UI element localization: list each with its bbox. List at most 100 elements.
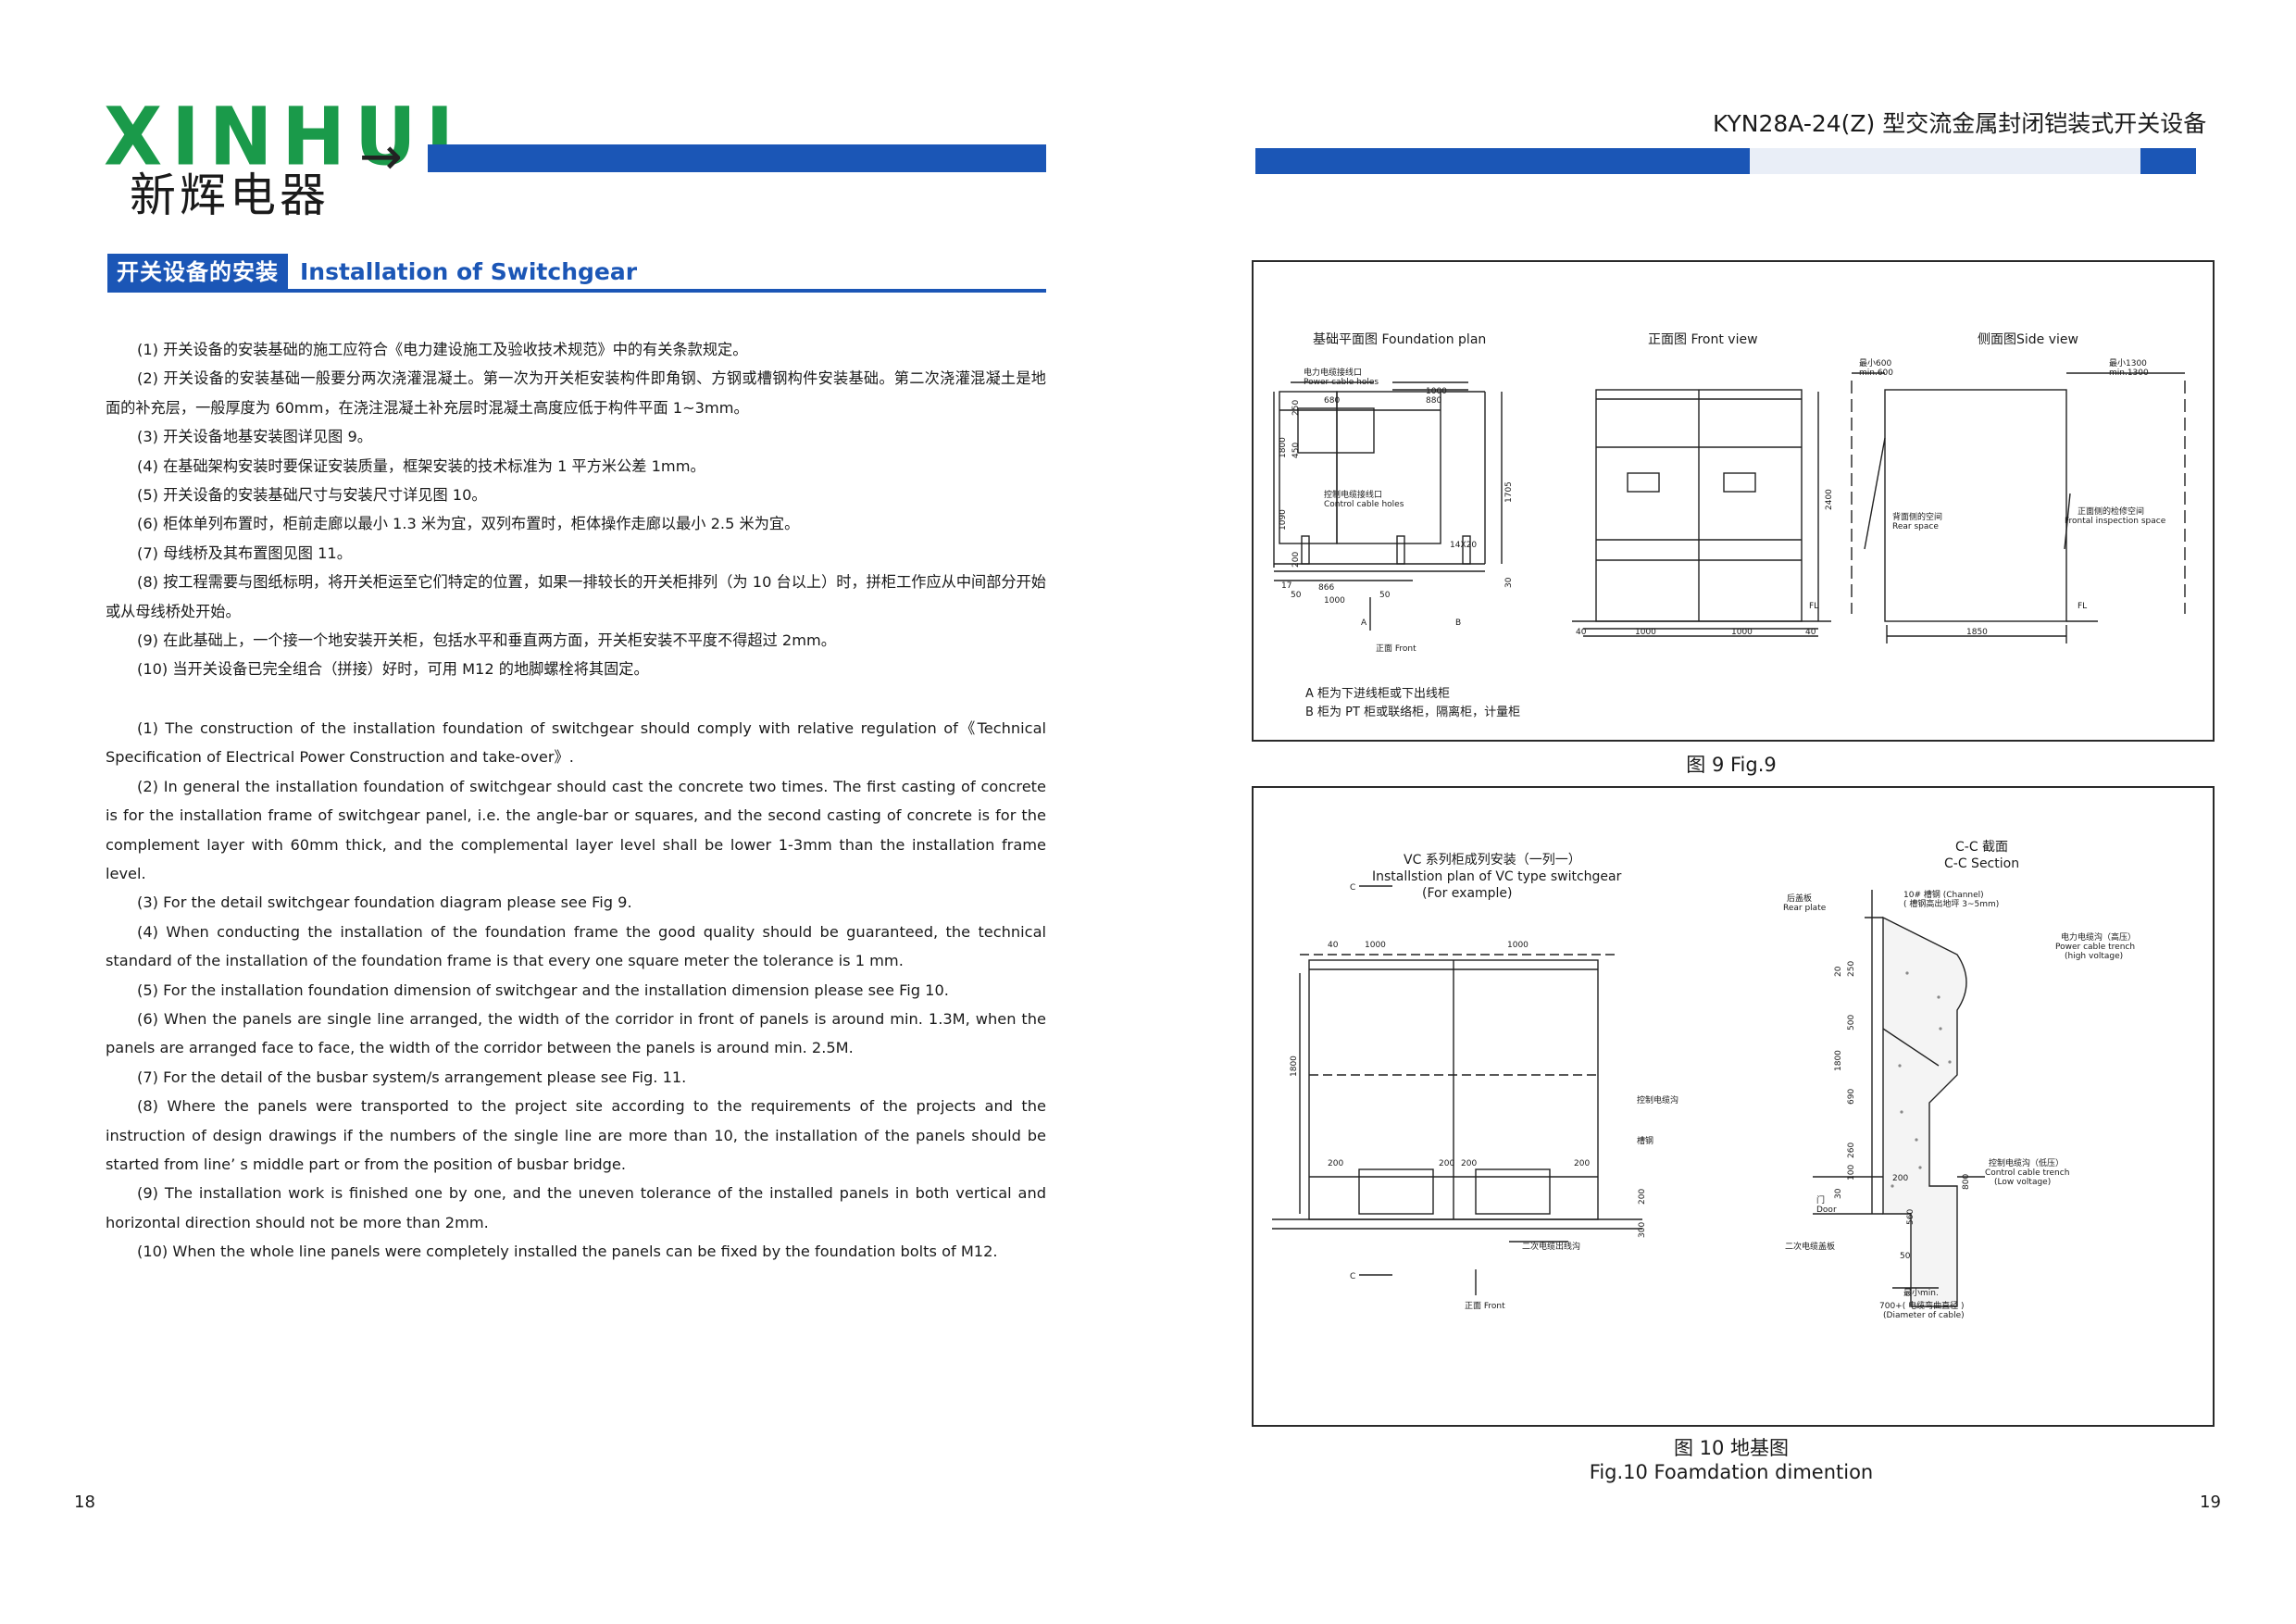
- fig9-dim-50a: 50: [1291, 591, 1302, 600]
- fig10-door-en: Door: [1816, 1206, 1837, 1215]
- fig9-dim-880: 880: [1426, 396, 1441, 406]
- fig9-dim-17: 17: [1281, 581, 1292, 591]
- fig9-label-fl-side: FL: [2078, 602, 2087, 611]
- fig9-dim-14x20: 14X20: [1450, 541, 1477, 550]
- fig10-min300: 最小min.: [1903, 1288, 1939, 1298]
- fig10-label-c-top: C: [1350, 883, 1355, 893]
- fig9-frontal-cn: 正面侧的检修空间: [2078, 506, 2144, 517]
- fig9-dim-1000d: 1000: [1731, 628, 1753, 637]
- en-paragraph-6: (6) When the panels are single line arra…: [106, 1009, 1046, 1057]
- fig9-dim-866: 866: [1318, 583, 1334, 593]
- fig10-power-trench-cn: 电力电缆沟（高压）: [2061, 931, 2136, 943]
- header-bar-right-end: [2140, 148, 2196, 174]
- fig10-diam-en: (Diameter of cable): [1883, 1311, 1965, 1320]
- fig10-dim-800: 800: [1962, 1174, 1971, 1190]
- fig9-dim-450: 450: [1292, 443, 1301, 458]
- cn-paragraph-2: (2) 开关设备的安装基础一般要分两次浇灌混凝土。第一次为开关柜安装构件即角钢、…: [106, 369, 1046, 417]
- fig9-dim-680: 680: [1324, 396, 1340, 406]
- figure-10-caption-en: Fig.10 Foamdation dimention: [1589, 1461, 1874, 1483]
- en-paragraph-7: (7) For the detail of the busbar system/…: [137, 1068, 687, 1086]
- en-paragraph-3: (3) For the detail switchgear foundation…: [137, 893, 632, 912]
- fig9-label-fl: FL: [1809, 602, 1818, 611]
- section-title-en: Installation of Switchgear: [300, 258, 638, 285]
- fig10-section-cn: C-C 截面: [1955, 840, 2008, 855]
- en-paragraph-4: (4) When conducting the installation of …: [106, 922, 1046, 970]
- fig9-rear-space-en: Rear space: [1892, 522, 1939, 531]
- page-number-right: 19: [2200, 1493, 2221, 1512]
- fig10-vc-title-en: Installstion plan of VC type switchgear: [1372, 869, 1622, 884]
- fig10-dim-200d: 200: [1574, 1159, 1590, 1168]
- fig9-dim-1090: 1090: [1279, 509, 1288, 531]
- arrow-right-icon: →: [359, 127, 403, 187]
- fig9-dim-200: 200: [1292, 552, 1301, 568]
- fig9-note-a: A 柜为下进线柜或下出线柜: [1305, 687, 1450, 701]
- fig9-dim-2400: 2400: [1825, 489, 1834, 510]
- fig10-dim-20: 20: [1834, 966, 1843, 977]
- fig10-dim-250: 250: [1847, 961, 1856, 977]
- document-title: KYN28A-24(Z) 型交流金属封闭铠装式开关设备: [1713, 110, 2207, 137]
- fig10-dim-30: 30: [1834, 1188, 1843, 1199]
- fig10-ctrl-trench-en: Control cable trench: [1985, 1168, 2069, 1178]
- figure-9-caption: 图 9 Fig.9: [1686, 754, 1777, 776]
- figure-10-frame: VC 系列柜成列安装（一列一） Installstion plan of VC …: [1252, 786, 2215, 1427]
- fig10-dim-1000a: 1000: [1365, 941, 1386, 950]
- fig9-min600-en: min.600: [1859, 369, 1893, 378]
- fig10-ctrl-trench-cn: 控制电缆沟（低压）: [1989, 1157, 2064, 1168]
- en-paragraph-9: (9) The installation work is finished on…: [106, 1184, 1046, 1231]
- fig10-vc-example: (For example): [1422, 886, 1513, 901]
- fig9-note-b: B 柜为 PT 柜或联络柜，隔离柜，计量柜: [1305, 705, 1520, 719]
- fig10-front-label: 正面 Front: [1465, 1301, 1505, 1311]
- fig10-diam-cn: 700+( 电缆弯曲直径 ): [1879, 1300, 1964, 1311]
- cn-paragraph-9: (9) 在此基础上，一个接一个地安装开关柜，包括水平和垂直两方面，开关柜安装不平…: [137, 631, 836, 650]
- fig9-frontal-en: Frontal inspection space: [2065, 517, 2166, 526]
- fig9-side-view-title: 侧面图Side view: [1978, 332, 2078, 347]
- fig10-dim-260: 260: [1847, 1143, 1856, 1158]
- fig10-dim-200a: 200: [1328, 1159, 1343, 1168]
- fig9-dim-30: 30: [1504, 577, 1514, 588]
- fig9-dim-50b: 50: [1379, 591, 1391, 600]
- fig9-dim-1000b: 1000: [1324, 596, 1345, 606]
- cn-paragraph-1: (1) 开关设备的安装基础的施工应符合《电力建设施工及验收技术规范》中的有关条款…: [137, 341, 748, 358]
- fig10-channel-cn: 10# 槽钢 (Channel): [1903, 889, 1984, 900]
- header-bar-right-light: [1750, 148, 2140, 174]
- fig10-door-cn: 门: [1816, 1194, 1825, 1206]
- brand-logo-cn: 新辉电器: [130, 169, 330, 222]
- fig10-dim-50: 50: [1900, 1252, 1911, 1261]
- fig9-control-cable-cn: 控制电缆接线口: [1324, 489, 1382, 500]
- fig9-min600-cn: 最小600: [1859, 358, 1891, 369]
- section-underline: [107, 289, 1046, 293]
- fig10-rear-plate-cn: 后盖板: [1787, 893, 1812, 904]
- fig9-control-cable-en: Control cable holes: [1324, 500, 1404, 509]
- fig9-front-view-title: 正面图 Front view: [1648, 332, 1758, 347]
- figure-9-drawing: 基础平面图 Foundation plan 正面图 Front view 侧面图…: [1273, 331, 2186, 719]
- en-paragraph-2: (2) In general the installation foundati…: [106, 777, 1046, 882]
- fig10-power-trench-en2: (high voltage): [2065, 952, 2123, 961]
- header-bar-right: [1255, 148, 1750, 174]
- fig10-dim-500: 500: [1847, 1015, 1856, 1031]
- fig9-dim-1000: 1000: [1426, 387, 1447, 396]
- cn-paragraph-4: (4) 在基础架构安装时要保证安装质量，框架安装的技术标准为 1 平方米公差 1…: [137, 456, 705, 475]
- fig10-ctrl-trench-en2: (Low voltage): [1994, 1178, 2051, 1187]
- fig9-front-label: 正面 Front: [1376, 643, 1416, 654]
- cn-paragraph-8: (8) 按工程需要与图纸标明，将开关柜运至它们特定的位置，如果一排较长的开关柜排…: [106, 573, 1046, 620]
- fig9-dim-1850: 1850: [1966, 628, 1988, 637]
- fig10-section-en: C-C Section: [1944, 856, 2019, 871]
- en-paragraph-8: (8) Where the panels were transported to…: [106, 1097, 1046, 1173]
- en-paragraph-5: (5) For the installation foundation dime…: [137, 981, 949, 999]
- fig9-min1300-cn: 最小1300: [2109, 358, 2147, 369]
- fig10-dim-1000b: 1000: [1507, 941, 1529, 950]
- cn-paragraph-3: (3) 开关设备地基安装图详见图 9。: [137, 428, 372, 446]
- fig10-label-c-bottom: C: [1350, 1272, 1355, 1281]
- section-title-cn: 开关设备的安装: [107, 254, 288, 291]
- figure-10-drawing: VC 系列柜成列安装（一列一） Installstion plan of VC …: [1272, 840, 2136, 1320]
- fig9-dim-1000c: 1000: [1635, 628, 1656, 637]
- figure-10-caption-cn: 图 10 地基图: [1673, 1437, 1790, 1459]
- fig10-secondary-outlet: 二次电缆出线沟: [1522, 1241, 1580, 1252]
- fig10-dim-690: 690: [1847, 1089, 1856, 1105]
- fig10-dim-1800: 1800: [1290, 1056, 1299, 1077]
- fig10-dim-40: 40: [1328, 941, 1339, 950]
- body-text: (1) 开关设备的安装基础的施工应符合《电力建设施工及验收技术规范》中的有关条款…: [106, 335, 1046, 1267]
- fig9-dim-40b: 40: [1805, 628, 1816, 637]
- cn-paragraph-5: (5) 开关设备的安装基础尺寸与安装尺寸详见图 10。: [137, 486, 487, 505]
- fig10-sec-cover: 二次电缆盖板: [1785, 1241, 1835, 1252]
